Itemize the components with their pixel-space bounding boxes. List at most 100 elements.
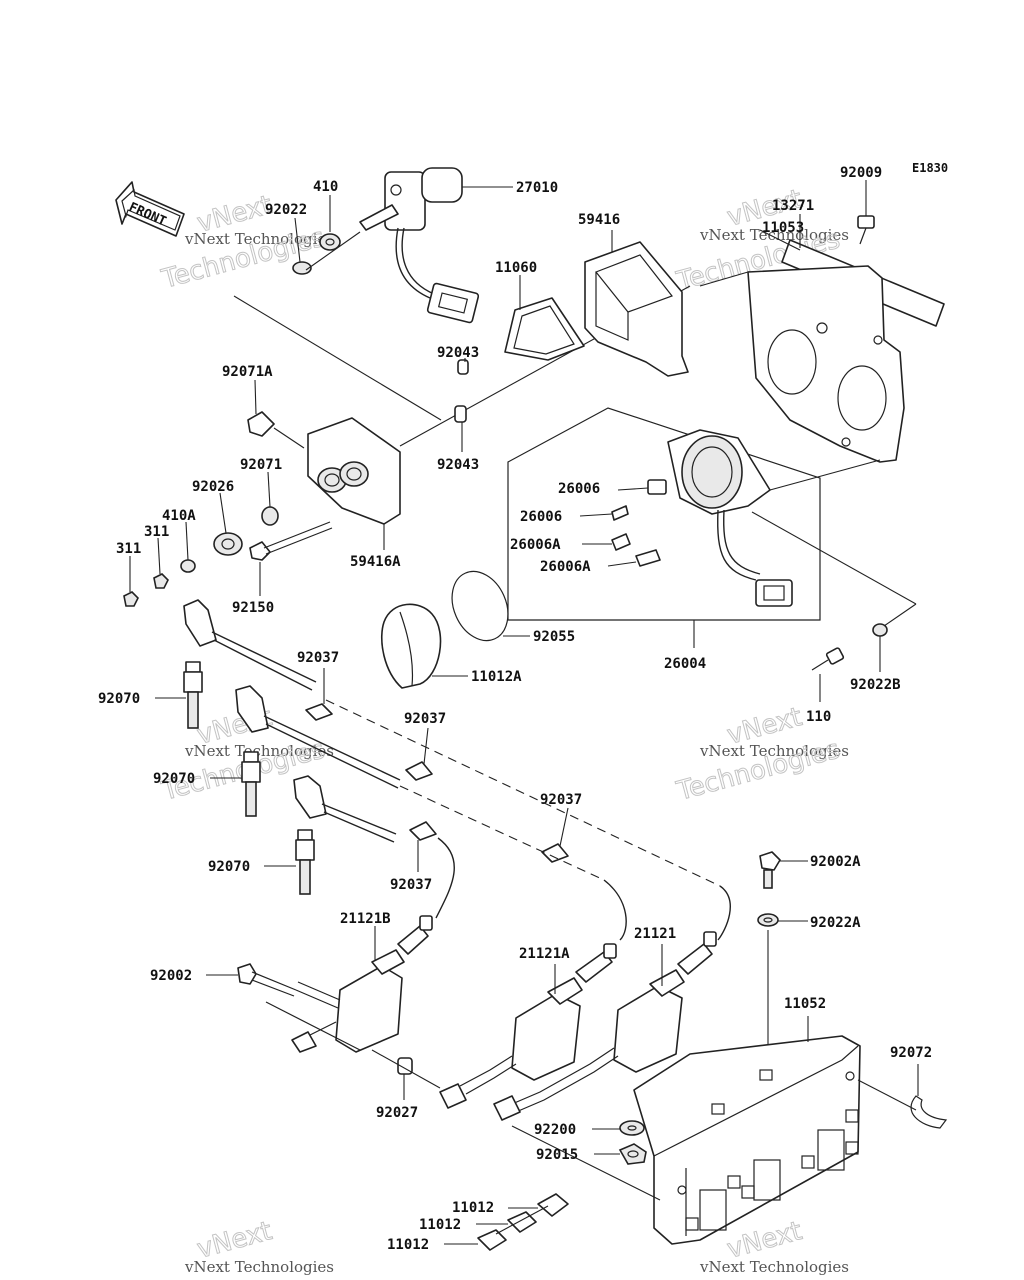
part-92043-lower [454,405,467,452]
routing-line [399,785,605,881]
label-11012A: 11012A [471,669,522,685]
part-27010 [359,167,513,324]
assembly-line [305,231,361,271]
label-92002A: 92002A [810,854,861,870]
routing-line [325,699,721,887]
part-410A [180,521,196,573]
label-11060: 11060 [495,260,537,276]
label-92037: 92037 [404,711,446,727]
label-92026: 92026 [192,479,234,495]
label-311: 311 [116,541,141,557]
watermark-text: vNext Technologies [699,226,849,244]
part-21121A [439,943,617,1109]
label-92043: 92043 [437,457,479,473]
part-92200 [592,1120,645,1136]
part-92037-1 [305,668,333,721]
part-21121 [493,931,717,1121]
part-92070-lower [264,829,315,895]
routing-line [603,879,627,941]
part-92055 [451,570,530,642]
label-26006A: 26006A [510,537,561,553]
part-92071 [261,471,279,526]
label-92002: 92002 [150,968,192,984]
part-311 [123,556,139,607]
routing-line [435,837,455,919]
label-11053: 11053 [762,220,804,236]
part-plug-cap-2 [235,685,401,789]
label-27010: 27010 [516,180,558,196]
part-92002A [759,851,808,889]
label-110: 110 [806,709,831,725]
label-410A: 410A [162,508,196,524]
watermark-text: vNext Technologies [184,742,334,760]
assembly-line [233,295,442,421]
label-13271: 13271 [772,198,814,214]
label-410: 410 [313,179,338,195]
label-92022: 92022 [265,202,307,218]
part-11053 [699,265,905,463]
part-11060 [504,275,585,361]
label-11012: 11012 [452,1200,494,1216]
part-92027 [371,1049,441,1100]
label-59416: 59416 [578,212,620,228]
part-26004 [507,407,917,648]
part-26006A [582,533,631,551]
label-92070: 92070 [208,859,250,875]
label-92070: 92070 [153,771,195,787]
part-92037-2 [405,727,433,781]
part-110 [811,647,845,702]
watermark-text: vNext Technologies [184,1258,334,1276]
part-11012-3 [444,1205,549,1251]
label-11052: 11052 [784,996,826,1012]
label-92022A: 92022A [810,915,861,931]
label-21121: 21121 [634,926,676,942]
label-92027: 92027 [376,1105,418,1121]
label-92071A: 92071A [222,364,273,380]
part-11012-2 [476,1211,537,1233]
part-plug-cap-3 [293,775,397,843]
part-92150 [249,521,333,596]
label-11012: 11012 [387,1237,429,1253]
label-26006: 26006 [558,481,600,497]
label-21121A: 21121A [519,946,570,962]
part-92043-upper [457,358,469,375]
label-92037: 92037 [390,877,432,893]
diagram-code: E1830 [912,161,948,175]
part-21121B [265,915,433,1053]
label-92037: 92037 [297,650,339,666]
part-plug-cap-1 [183,599,317,691]
label-92200: 92200 [534,1122,576,1138]
part-410 [319,195,341,251]
part-92009 [857,180,875,245]
label-92022B: 92022B [850,677,901,693]
label-11012: 11012 [419,1217,461,1233]
part-92070-upper [155,661,203,729]
watermark-text: vNext Technologies [699,742,849,760]
part-92071A [247,379,305,449]
part-92037-4 [541,807,569,863]
label-92037: 92037 [540,792,582,808]
watermark-text: vNext Technologies [699,1258,849,1276]
part-92022B [872,623,888,672]
part-311 [153,537,169,589]
part-92002 [206,963,297,997]
routing-line [717,885,731,941]
label-59416A: 59416A [350,554,401,570]
label-92043: 92043 [437,345,479,361]
label-92009: 92009 [840,165,882,181]
label-311: 311 [144,524,169,540]
part-11012-1 [508,1193,569,1217]
label-92070: 92070 [98,691,140,707]
part-92072 [910,1064,948,1129]
part-92037-3 [409,821,437,872]
label-92071: 92071 [240,457,282,473]
label-26004: 26004 [664,656,706,672]
label-92150: 92150 [232,600,274,616]
part-92022 [292,217,312,275]
part-26006 [617,479,667,495]
part-11052 [633,1016,917,1245]
part-92015 [511,1125,661,1201]
label-26006: 26006 [520,509,562,525]
label-21121B: 21121B [340,911,391,927]
